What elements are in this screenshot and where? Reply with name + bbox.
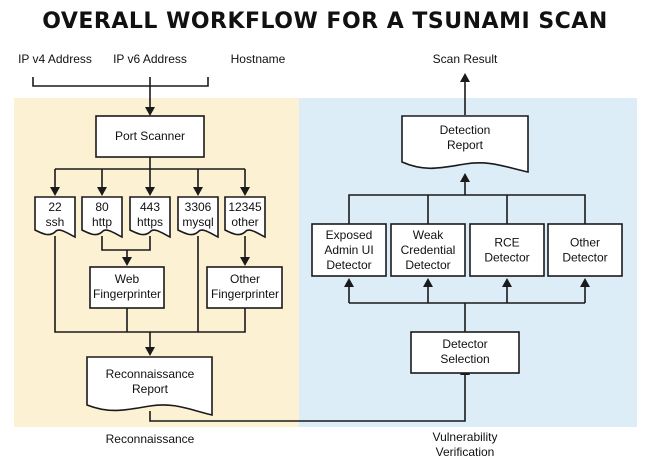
detector-selection-label-line2: Selection [440,352,489,366]
arrow-head [50,187,60,196]
arrow-head [193,187,203,196]
detectors-merge-line [348,181,586,224]
inputs-merge-line [32,77,209,87]
arrow-head [122,257,132,266]
port-number-label: 80 [95,200,109,214]
detector-selection-label-line1: Detector [442,337,487,351]
arrow-head [580,278,590,287]
connectors [32,73,590,422]
detector-label-line: Other [570,236,600,250]
port-scanner-label: Port Scanner [115,129,185,143]
input-hostname-label: Hostname [231,52,286,66]
detection-report-label-line1: Detection [440,123,491,137]
recon-merge-line [54,236,246,348]
detector-label-line: RCE [494,236,519,250]
port-scanner-fanout-line [54,157,246,188]
detector-label-line: Weak [413,228,444,242]
recon-report-label-line2: Report [132,382,169,396]
port-service-label: other [231,215,258,229]
detector-label-line: Detector [562,251,607,265]
arrow-head [145,347,155,356]
detector-label-line: Detector [405,258,450,272]
detection-report-label-line2: Report [447,138,484,152]
port-scanner-node: Port Scanner [95,115,205,158]
http-merge-line [101,236,151,258]
arrow-head [145,187,155,196]
port-service-label: ssh [46,215,65,229]
detector-label-line: Credential [401,243,456,257]
detector-label-line: Detector [326,258,371,272]
diagram-title: OVERALL WORKFLOW FOR A TSUNAMI SCAN [42,9,608,34]
port-number-label: 22 [48,200,62,214]
port-number-label: 12345 [228,200,262,214]
port-number-label: 443 [140,200,160,214]
detector-label-line: Exposed [326,228,373,242]
input-ipv6-label: IP v6 Address [113,52,187,66]
other-fingerprinter-node: Other Fingerprinter [206,266,283,309]
other-fingerprinter-label-line2: Fingerprinter [211,287,279,301]
detection-report-node: Detection Report [401,115,529,173]
arrow-head [460,73,470,82]
reconnaissance-phase-label: Reconnaissance [106,432,195,446]
recon-report-label-line1: Reconnaissance [106,367,195,381]
web-fingerprinter-label-line1: Web [115,272,140,286]
arrow-head [460,173,470,182]
arrow-head [423,278,433,287]
port-service-label: https [137,215,163,229]
scan-result-label: Scan Result [433,52,498,66]
input-ipv4-label: IP v4 Address [18,52,92,66]
arrow-head [240,187,250,196]
verification-phase-label-line2: Verification [436,445,495,459]
reconnaissance-report-node: Reconnaissance Report [86,356,213,417]
port-service-label: mysql [182,215,213,229]
detector-label-line: Admin UI [324,243,373,257]
arrow-head [145,107,155,116]
recon-to-selection-line [149,374,466,422]
web-fingerprinter-label-line2: Fingerprinter [93,287,161,301]
arrow-head [344,278,354,287]
other-fingerprinter-label-line1: Other [230,272,260,286]
port-service-label: http [92,215,112,229]
web-fingerprinter-node: Web Fingerprinter [89,266,165,309]
detector-label-line: Detector [484,251,529,265]
port-number-label: 3306 [185,200,212,214]
arrow-head [502,278,512,287]
arrow-head [97,187,107,196]
verification-phase-label-line1: Vulnerability [433,430,498,444]
selection-fanout-line [348,286,586,332]
detector-selection-node: Detector Selection [410,331,520,374]
arrow-head [240,257,250,266]
